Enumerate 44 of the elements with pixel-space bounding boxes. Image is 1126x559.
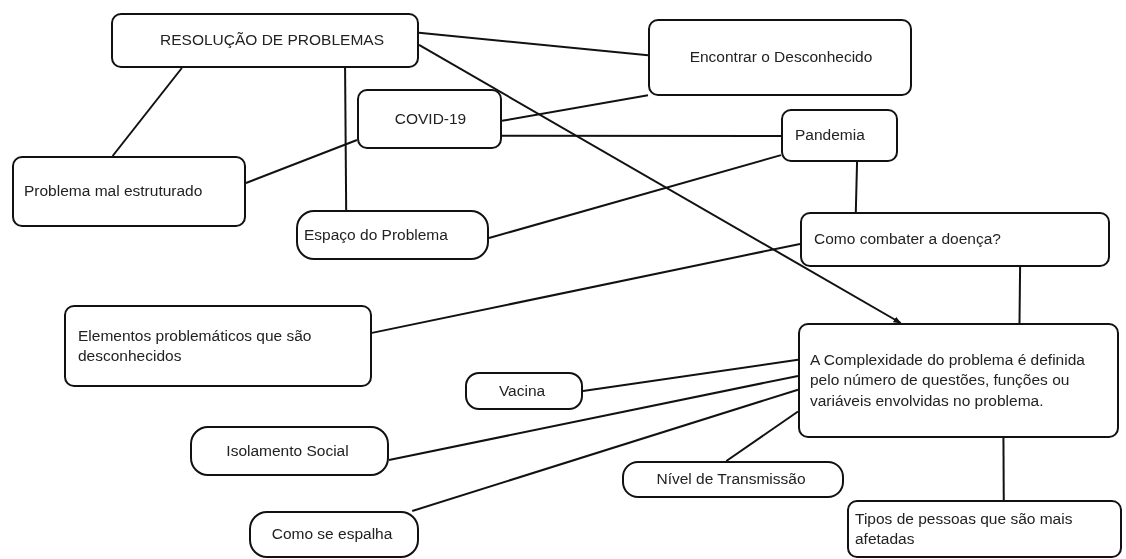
connector-line xyxy=(1002,437,1005,501)
concept-text: Como combater a doença? xyxy=(814,229,1001,250)
concept-text: Como se espalha xyxy=(271,524,393,545)
connector-line xyxy=(245,139,358,184)
concept-box xyxy=(357,89,502,149)
concept-box xyxy=(64,305,372,387)
concept-text: RESOLUÇÃO DE PROBLEMAS xyxy=(160,30,384,51)
concept-box xyxy=(847,500,1122,558)
concept-box xyxy=(296,210,489,260)
concept-text: Espaço do Problema xyxy=(304,224,448,245)
connector-line xyxy=(725,410,799,462)
connector-line xyxy=(854,161,859,213)
concept-text: A Complexidade do problema é definida pelo número de questões, funções ou variáveis envolvidas no problema. xyxy=(810,350,1086,411)
concept-box xyxy=(190,426,389,476)
arrow xyxy=(418,43,902,324)
connector-line xyxy=(582,358,799,392)
concept-text: Vacina xyxy=(498,380,546,401)
concept-text: Elementos problemáticos que são desconhecidos xyxy=(78,325,313,366)
connector-line xyxy=(501,134,782,138)
connector-line xyxy=(488,154,782,239)
concept-box xyxy=(798,323,1119,438)
concept-text: Pandemia xyxy=(795,125,865,146)
concept-box xyxy=(781,109,898,162)
concept-box xyxy=(12,156,246,227)
concept-text: Nível de Transmissão xyxy=(656,469,806,490)
connector-line xyxy=(111,67,183,157)
concept-text: Isolamento Social xyxy=(226,440,349,461)
concept-box xyxy=(800,212,1110,267)
concept-box xyxy=(622,461,844,498)
concept-box xyxy=(465,372,583,410)
concept-text: COVID-19 xyxy=(394,108,467,129)
connector-line xyxy=(1018,266,1022,324)
concept-box xyxy=(249,511,419,558)
connector-line xyxy=(418,31,649,57)
connector-line xyxy=(344,67,348,211)
connector-line xyxy=(388,374,799,461)
connector-line xyxy=(501,94,649,122)
connector-line xyxy=(371,242,801,334)
concept-box xyxy=(111,13,419,68)
concept-box xyxy=(648,19,912,96)
concept-text: Tipos de pessoas que são mais afetadas xyxy=(855,508,1074,549)
concept-text: Problema mal estruturado xyxy=(24,181,203,202)
connector-line xyxy=(411,388,799,512)
concept-text: Encontrar o Desconhecido xyxy=(689,47,873,68)
